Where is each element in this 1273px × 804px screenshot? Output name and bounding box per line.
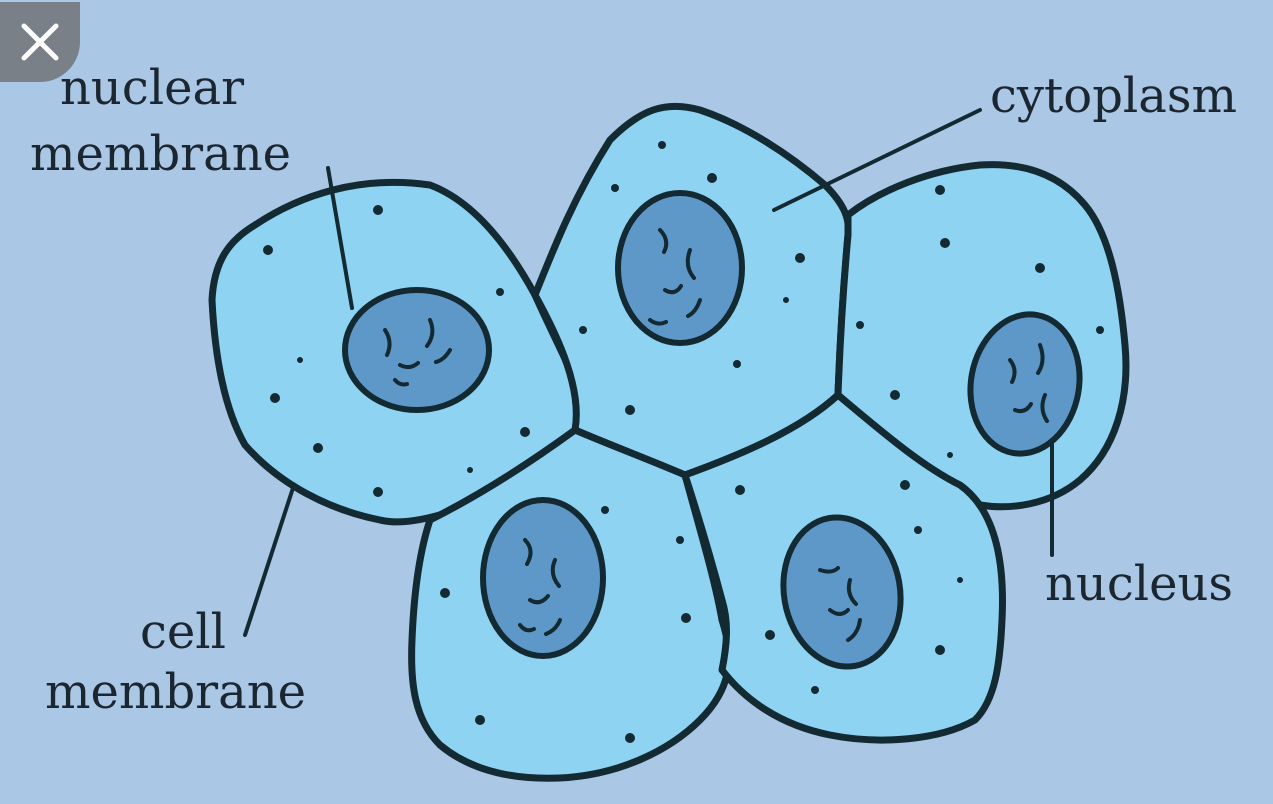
label-cell-membrane-line2: membrane [45, 668, 306, 716]
nucleus-cell-bottom-left [483, 500, 603, 656]
label-cytoplasm: cytoplasm [990, 72, 1237, 120]
close-button[interactable] [0, 2, 80, 82]
label-nuclear-membrane-line2: membrane [30, 130, 291, 178]
leader-cell-membrane [245, 488, 293, 635]
nucleus-cell-upper-left [345, 290, 489, 410]
label-nucleus: nucleus [1045, 560, 1233, 608]
nucleus-cell-upper-middle [618, 193, 742, 343]
close-icon [18, 20, 62, 64]
label-nuclear-membrane-line1: nuclear [60, 64, 244, 112]
label-cell-membrane-line1: cell [140, 608, 226, 656]
